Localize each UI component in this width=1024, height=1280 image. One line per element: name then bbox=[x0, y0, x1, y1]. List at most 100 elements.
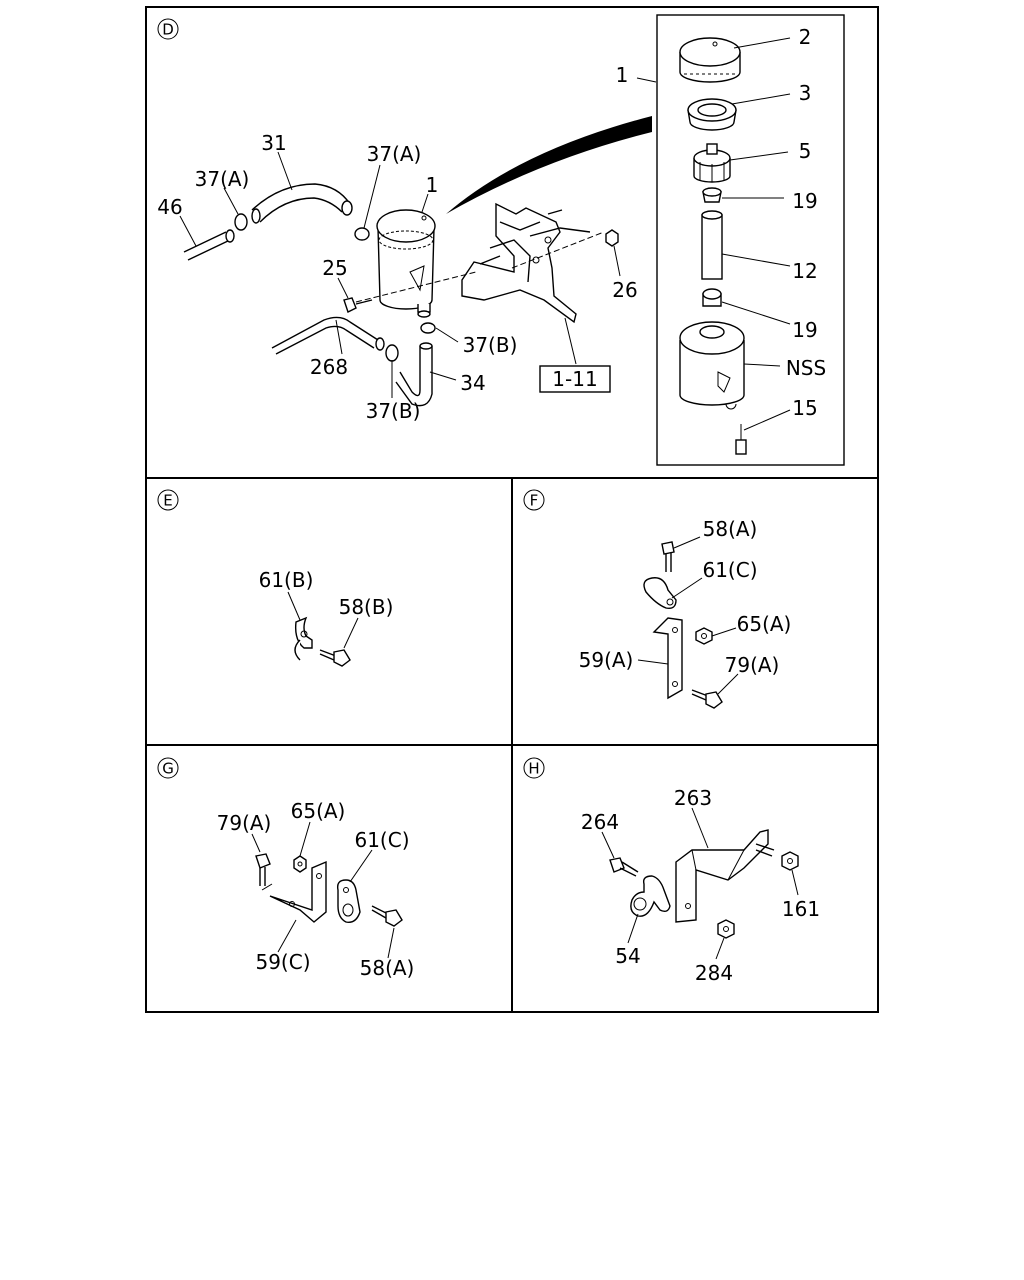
panel-d: D bbox=[157, 14, 845, 466]
bolt-79a bbox=[255, 853, 271, 886]
nut-26 bbox=[605, 229, 619, 247]
leader-79a bbox=[251, 833, 261, 853]
label-65a: 65(A) bbox=[291, 799, 346, 823]
label-26: 26 bbox=[612, 278, 637, 302]
label-37a-left: 37(A) bbox=[195, 167, 250, 191]
label-5: 5 bbox=[799, 139, 812, 163]
label-61b: 61(B) bbox=[259, 568, 314, 592]
grommet-top-part bbox=[702, 187, 722, 203]
label-268: 268 bbox=[310, 355, 348, 379]
label-61c: 61(C) bbox=[354, 828, 409, 852]
leader-58a bbox=[673, 536, 701, 549]
panel-d-letter: D bbox=[162, 21, 174, 39]
label-25: 25 bbox=[322, 256, 347, 280]
leader-264 bbox=[601, 831, 615, 859]
label-59c: 59(C) bbox=[255, 950, 310, 974]
cap-part bbox=[679, 37, 741, 83]
clamp-37a-right bbox=[354, 227, 370, 241]
leader-58b bbox=[343, 617, 359, 649]
label-1-inset: 1 bbox=[616, 63, 629, 87]
label-263: 263 bbox=[674, 786, 712, 810]
bracket-assembly bbox=[461, 202, 605, 324]
bracket-59c bbox=[261, 860, 327, 923]
leader-65a bbox=[711, 627, 737, 637]
label-37b-right: 37(B) bbox=[463, 333, 518, 357]
label-284: 284 bbox=[695, 961, 733, 985]
ring-part bbox=[687, 98, 737, 131]
sensor-part bbox=[735, 424, 747, 455]
ref-box bbox=[539, 365, 611, 393]
nut-65a bbox=[695, 627, 713, 645]
label-2: 2 bbox=[799, 25, 812, 49]
label-59a: 59(A) bbox=[579, 648, 634, 672]
label-58a: 58(A) bbox=[360, 956, 415, 980]
label-nss: NSS bbox=[786, 356, 826, 380]
clip-61b bbox=[294, 616, 313, 661]
label-58a: 58(A) bbox=[703, 517, 758, 541]
callout-wedge bbox=[446, 116, 652, 214]
label-58b: 58(B) bbox=[339, 595, 394, 619]
hose-31 bbox=[251, 183, 353, 224]
clamp-37a-left bbox=[234, 213, 248, 231]
clamp-54 bbox=[630, 875, 671, 917]
nut-284 bbox=[717, 919, 735, 939]
leader-61c bbox=[671, 577, 703, 599]
bolt-264 bbox=[609, 857, 639, 877]
leader-79a bbox=[717, 673, 739, 695]
label-19-top: 19 bbox=[792, 189, 817, 213]
panel-e-marker: E bbox=[157, 489, 179, 511]
bolt-58a bbox=[371, 905, 403, 927]
label-15: 15 bbox=[792, 396, 817, 420]
panel-e: E 61(B) 58(B) bbox=[157, 489, 394, 667]
reservoir-part bbox=[679, 321, 745, 410]
nut-65a bbox=[293, 855, 307, 873]
label-264: 264 bbox=[581, 810, 619, 834]
ref-label: 1-11 bbox=[552, 367, 597, 391]
label-19-bottom: 19 bbox=[792, 318, 817, 342]
inset-box bbox=[656, 14, 845, 466]
leader-58a bbox=[387, 927, 395, 959]
bolt-79a bbox=[691, 689, 723, 709]
panel-g-marker: G bbox=[157, 757, 179, 779]
leader-61c bbox=[349, 849, 373, 883]
label-65a: 65(A) bbox=[737, 612, 792, 636]
label-1-tank: 1 bbox=[426, 173, 439, 197]
bolt-58b bbox=[319, 649, 351, 667]
leader-284 bbox=[715, 937, 725, 960]
label-79a: 79(A) bbox=[217, 811, 272, 835]
panel-g-letter: G bbox=[162, 760, 174, 778]
nut-161 bbox=[781, 851, 799, 871]
bolt-58a bbox=[661, 541, 675, 572]
label-37b-bottom: 37(B) bbox=[366, 399, 421, 423]
leader-59c bbox=[277, 919, 297, 953]
tube-part bbox=[701, 210, 723, 280]
clamp-37b-bottom bbox=[385, 344, 399, 362]
panel-h-marker: H bbox=[523, 757, 545, 779]
tank-part bbox=[376, 209, 436, 318]
leader-65a bbox=[299, 821, 311, 857]
panel-f-letter: F bbox=[530, 492, 539, 510]
hose-34 bbox=[395, 342, 433, 407]
label-37a-top: 37(A) bbox=[367, 142, 422, 166]
label-31: 31 bbox=[261, 131, 286, 155]
grommet-bottom-part bbox=[702, 288, 722, 307]
label-46: 46 bbox=[157, 195, 182, 219]
label-3: 3 bbox=[799, 81, 812, 105]
clamp-37b-right bbox=[420, 322, 436, 334]
label-34: 34 bbox=[460, 371, 485, 395]
label-61c: 61(C) bbox=[702, 558, 757, 582]
inset-leaders bbox=[636, 37, 791, 431]
panel-d-leaders bbox=[179, 151, 621, 398]
panel-h: H bbox=[523, 757, 820, 985]
leader-61b bbox=[287, 591, 301, 621]
clamp-61c bbox=[643, 577, 677, 610]
bolt-25 bbox=[343, 271, 477, 313]
label-161: 161 bbox=[782, 897, 820, 921]
leader-59a bbox=[637, 659, 669, 665]
panel-frames bbox=[145, 6, 879, 1013]
label-54: 54 bbox=[615, 944, 640, 968]
leader-263 bbox=[691, 807, 709, 849]
clamp-61c bbox=[336, 879, 361, 923]
leader-161 bbox=[791, 869, 799, 896]
hose-268 bbox=[271, 316, 385, 355]
